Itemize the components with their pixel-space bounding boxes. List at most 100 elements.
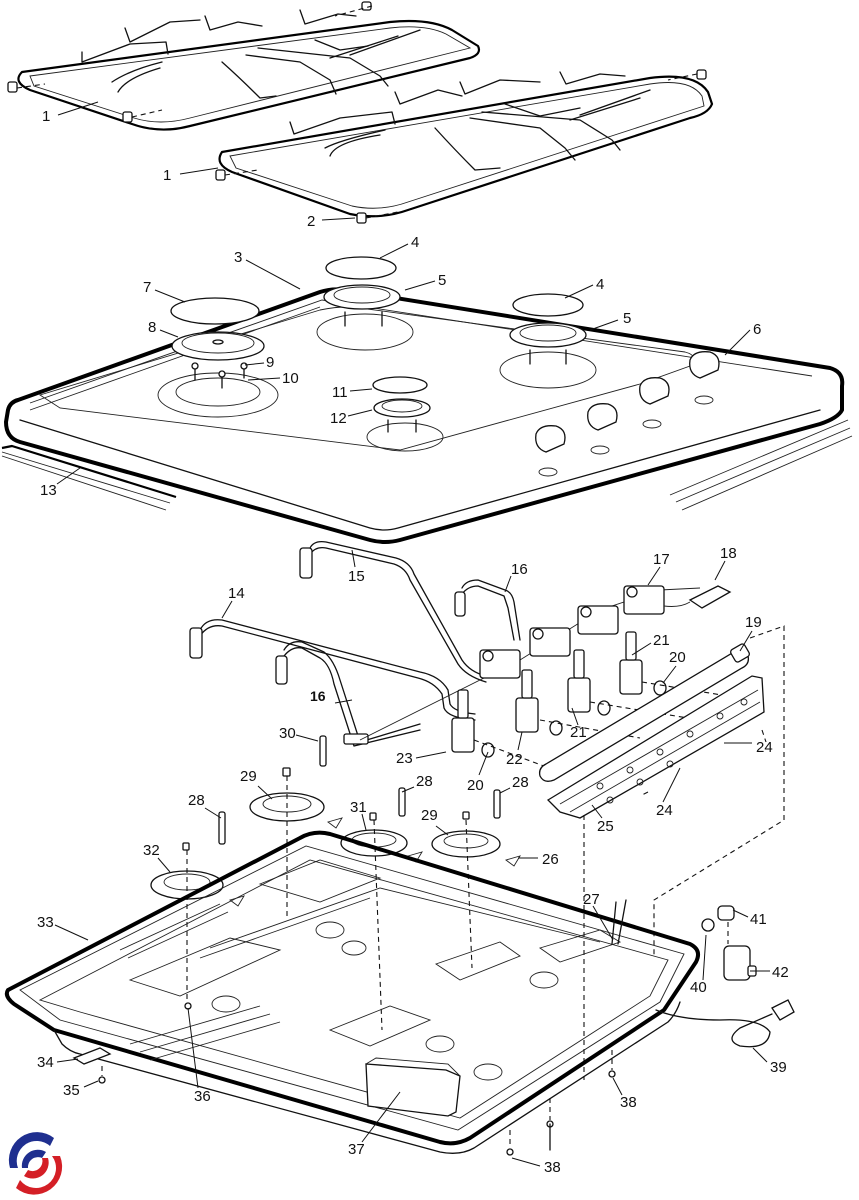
gas-pipe-16-lower[interactable] — [275, 641, 421, 747]
burner-head-12[interactable] — [373, 398, 431, 418]
spark-generator-37[interactable] — [365, 1057, 461, 1117]
leader-line — [321, 217, 356, 221]
pan-support-right[interactable] — [218, 71, 714, 218]
callout-label: 29 — [240, 768, 257, 785]
leader-line — [724, 329, 751, 356]
leader-line — [511, 1157, 541, 1167]
callout-part-26: 26 — [518, 851, 559, 868]
burner-cap-11[interactable] — [372, 376, 428, 394]
burner-screws-9 — [191, 362, 248, 389]
leader-line — [54, 924, 89, 941]
leader-line — [159, 329, 179, 338]
burner-cap-4b[interactable] — [512, 293, 584, 317]
callout-label: 15 — [348, 568, 365, 585]
gas-inlet-fittings[interactable] — [701, 905, 757, 981]
leader-line — [631, 642, 652, 656]
leader-line — [499, 787, 511, 794]
leader-line — [662, 767, 681, 803]
leader-line — [478, 751, 489, 776]
logo-red-swoosh — [16, 1156, 63, 1195]
pan-support-left[interactable] — [17, 9, 481, 131]
burner-ring-mark — [499, 351, 597, 389]
burner-cap-4a[interactable] — [325, 256, 397, 280]
callout-part-28: 28 — [401, 773, 433, 793]
callout-part-7: 7 — [143, 279, 186, 303]
manifold-bracket-25[interactable] — [546, 675, 765, 819]
leader-line — [504, 575, 512, 593]
callout-part-19: 19 — [739, 614, 762, 652]
callout-label: 32 — [143, 842, 160, 859]
gas-pipe-16-upper[interactable] — [454, 579, 521, 641]
brand-logo — [8, 1132, 63, 1195]
leader-line — [435, 825, 449, 836]
callout-label: 28 — [188, 792, 205, 809]
leader-line — [347, 409, 373, 417]
callout-label: 14 — [228, 585, 245, 602]
leader-line — [247, 377, 281, 381]
leader-line — [702, 934, 707, 981]
callout-label: 31 — [350, 799, 367, 816]
burner-cap-7[interactable] — [170, 297, 260, 325]
callout-part-23: 23 — [396, 750, 447, 767]
leader-line — [647, 566, 661, 586]
callout-label: 36 — [194, 1088, 211, 1105]
leader-line — [154, 289, 186, 303]
callout-part-27: 27 — [583, 891, 614, 941]
callout-label: 11 — [332, 384, 348, 401]
burner-ring-mark — [157, 372, 279, 418]
leader-line — [612, 1077, 623, 1096]
burner-head-5b[interactable] — [509, 322, 587, 348]
callout-part-18: 18 — [714, 545, 737, 581]
leader-line — [351, 549, 356, 568]
control-knobs[interactable] — [535, 351, 720, 477]
pan-support-clips — [7, 1, 707, 224]
hob-bottom-tray[interactable] — [4, 830, 700, 1154]
leader-line — [56, 1058, 79, 1063]
leader-line — [295, 734, 319, 742]
callout-part-32: 32 — [143, 842, 171, 873]
callout-label: 28 — [416, 773, 433, 790]
callout-part-40: 40 — [690, 934, 707, 996]
callout-part-25: 25 — [591, 804, 614, 835]
leader-line — [732, 909, 749, 918]
thermal-switch-18[interactable] — [663, 585, 732, 609]
callout-label: 22 — [506, 751, 523, 768]
callout-part-31: 31 — [350, 799, 367, 831]
callout-part-10: 10 — [247, 370, 299, 387]
gas-pipe-15[interactable] — [299, 540, 487, 683]
leader-line — [379, 243, 409, 259]
callout-label: 8 — [148, 319, 156, 336]
callout-part-30: 30 — [279, 725, 319, 742]
burner-head-8[interactable] — [171, 331, 265, 361]
leader-line — [517, 731, 523, 751]
logo-blue-swoosh — [8, 1132, 54, 1168]
fixings — [72, 899, 627, 1156]
callout-part-14: 14 — [221, 585, 245, 619]
gas-pipe-14[interactable] — [189, 619, 476, 721]
leader-line — [245, 259, 301, 290]
ignition-switches-17[interactable] — [479, 585, 665, 679]
power-cable-39[interactable] — [655, 999, 795, 1048]
callout-part-9: 9 — [244, 354, 274, 371]
callout-part-16: 16 — [310, 688, 353, 704]
callout-part-24: 24 — [724, 739, 773, 756]
burner-ring-mark — [366, 422, 444, 452]
callout-part-4: 4 — [564, 276, 604, 299]
leader-line — [739, 630, 753, 652]
callout-label: 5 — [623, 310, 631, 327]
callout-label: 16 — [310, 688, 326, 704]
callout-label: 28 — [512, 774, 529, 791]
electrodes[interactable] — [218, 735, 501, 845]
leader-line — [361, 813, 367, 831]
callout-label: 4 — [411, 234, 419, 251]
burner-ring-mark — [175, 377, 261, 407]
burner-head-5a[interactable] — [323, 284, 401, 310]
callout-part-24: 24 — [656, 767, 681, 819]
callout-part-29: 29 — [421, 807, 449, 836]
callout-label: 6 — [753, 321, 761, 338]
gas-valves[interactable] — [451, 631, 667, 758]
hob-top-glass[interactable] — [1, 287, 853, 544]
gas-manifold-19[interactable] — [538, 643, 751, 782]
callout-part-15: 15 — [348, 549, 365, 585]
